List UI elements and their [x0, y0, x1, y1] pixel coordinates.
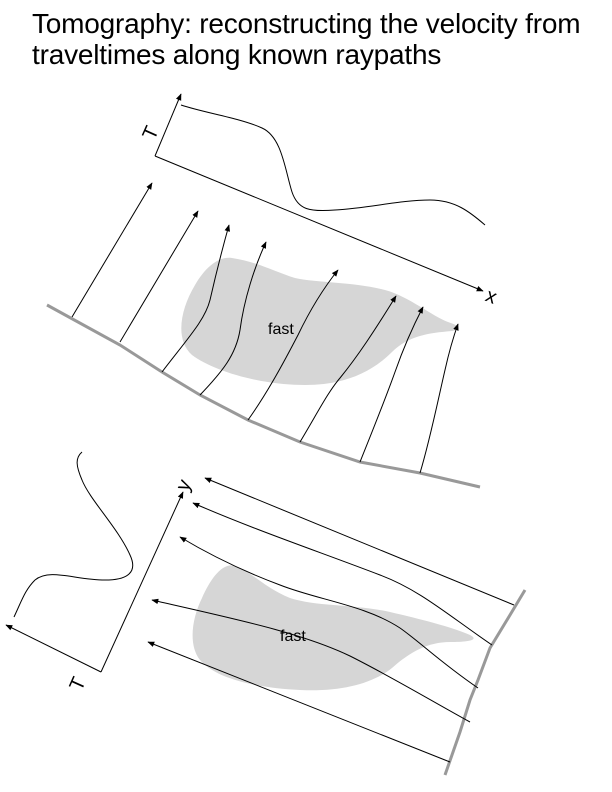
bottom-ray-4	[151, 598, 471, 723]
top-panel: T x fast	[46, 93, 500, 489]
bottom-panel: y T fast	[5, 451, 527, 776]
bottom-ray-2	[192, 502, 493, 646]
bottom-rays	[147, 477, 515, 763]
bottom-surface-line	[443, 589, 527, 776]
top-t-axis-label: T	[139, 123, 164, 143]
top-ray-3	[161, 224, 230, 373]
slide-title: Tomography: reconstructing the velocity …	[32, 8, 581, 70]
top-fast-label: fast	[268, 321, 294, 338]
bottom-y-axis-label: y	[172, 476, 196, 494]
bottom-fast-anomaly	[192, 565, 474, 691]
bottom-t-axis	[5, 624, 102, 673]
top-traveltime-curve	[180, 104, 486, 226]
top-t-axis	[154, 93, 182, 157]
bottom-ray-3	[179, 536, 479, 689]
bottom-traveltime-curve	[13, 451, 134, 618]
bottom-t-axis-label: T	[66, 674, 91, 694]
top-x-axis	[154, 155, 484, 292]
top-ray-1	[71, 182, 153, 318]
bottom-ray-1	[204, 477, 515, 606]
top-x-axis-label: x	[482, 285, 500, 309]
bottom-fast-label: fast	[280, 628, 306, 645]
top-ray-7	[359, 306, 424, 463]
top-ray-4	[199, 241, 267, 396]
top-ray-2	[119, 210, 199, 343]
top-ray-5	[247, 269, 339, 421]
bottom-ray-5	[147, 641, 451, 763]
bottom-y-axis	[100, 491, 184, 673]
top-fast-anomaly	[181, 257, 459, 385]
top-ray-6	[299, 295, 397, 443]
top-ray-8	[419, 323, 459, 474]
top-rays	[71, 182, 459, 474]
